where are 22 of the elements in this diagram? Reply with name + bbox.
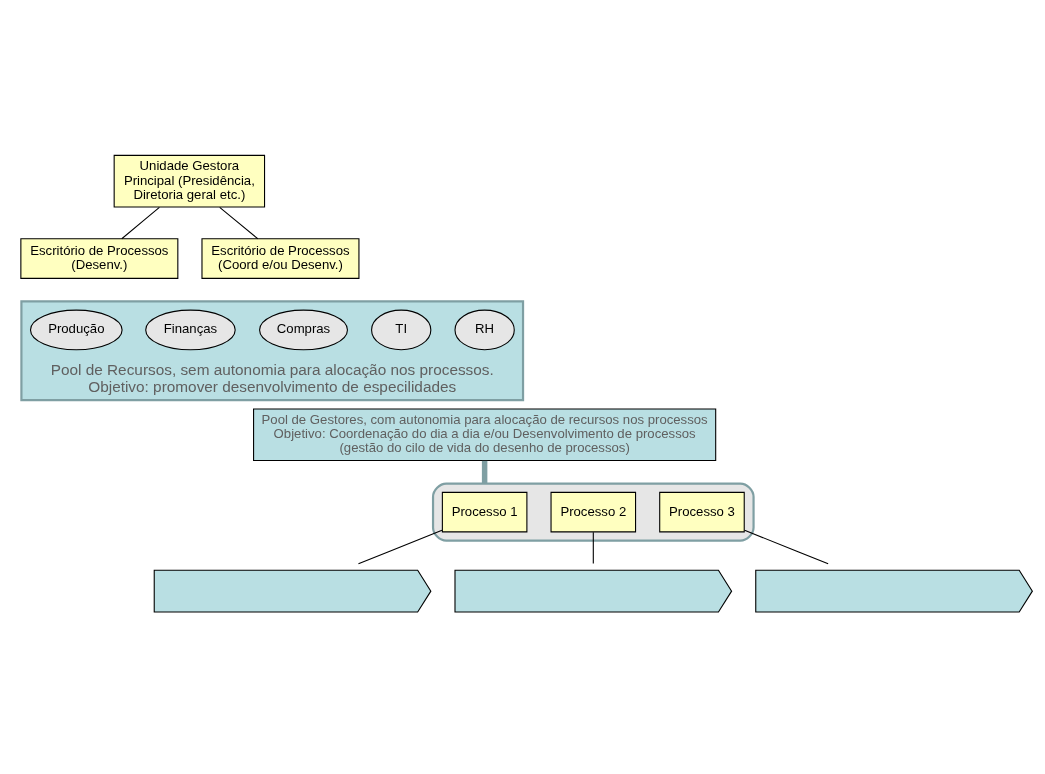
cluster bbox=[431, 482, 755, 542]
node-chevron bbox=[755, 569, 1034, 613]
node-chevron bbox=[454, 569, 733, 613]
node-ellipse: RH bbox=[454, 309, 515, 351]
node-box: Escritório de Processos (Desenv.) bbox=[20, 238, 179, 279]
node-box: Unidade Gestora Principal (Presidência, Diretoria geral etc.) bbox=[113, 154, 266, 208]
node-box: Escritório de Processos (Coord e/ou Desenv.) bbox=[201, 238, 360, 279]
node-box: Processo 3 bbox=[659, 491, 745, 533]
node-box: Processo 1 bbox=[441, 491, 528, 533]
connector bbox=[481, 460, 488, 484]
connector bbox=[592, 531, 594, 564]
connector bbox=[219, 206, 259, 240]
connector bbox=[121, 206, 160, 240]
connector bbox=[744, 529, 829, 565]
node-ellipse: Compras bbox=[259, 309, 348, 351]
node-box: Processo 2 bbox=[550, 491, 637, 533]
connector bbox=[357, 529, 443, 565]
node-ellipse: Produção bbox=[29, 309, 123, 351]
node-ellipse: Finanças bbox=[145, 309, 236, 351]
node-chevron bbox=[153, 569, 432, 613]
node-box: Pool de Gestores, com autonomia para alocação de recursos nos processos Objetivo: Coordenação do dia a dia e/ou Desenvolvimento de processos (gestão do cilo de vida do desenho de processos) bbox=[253, 408, 717, 462]
node-ellipse: TI bbox=[371, 309, 432, 351]
